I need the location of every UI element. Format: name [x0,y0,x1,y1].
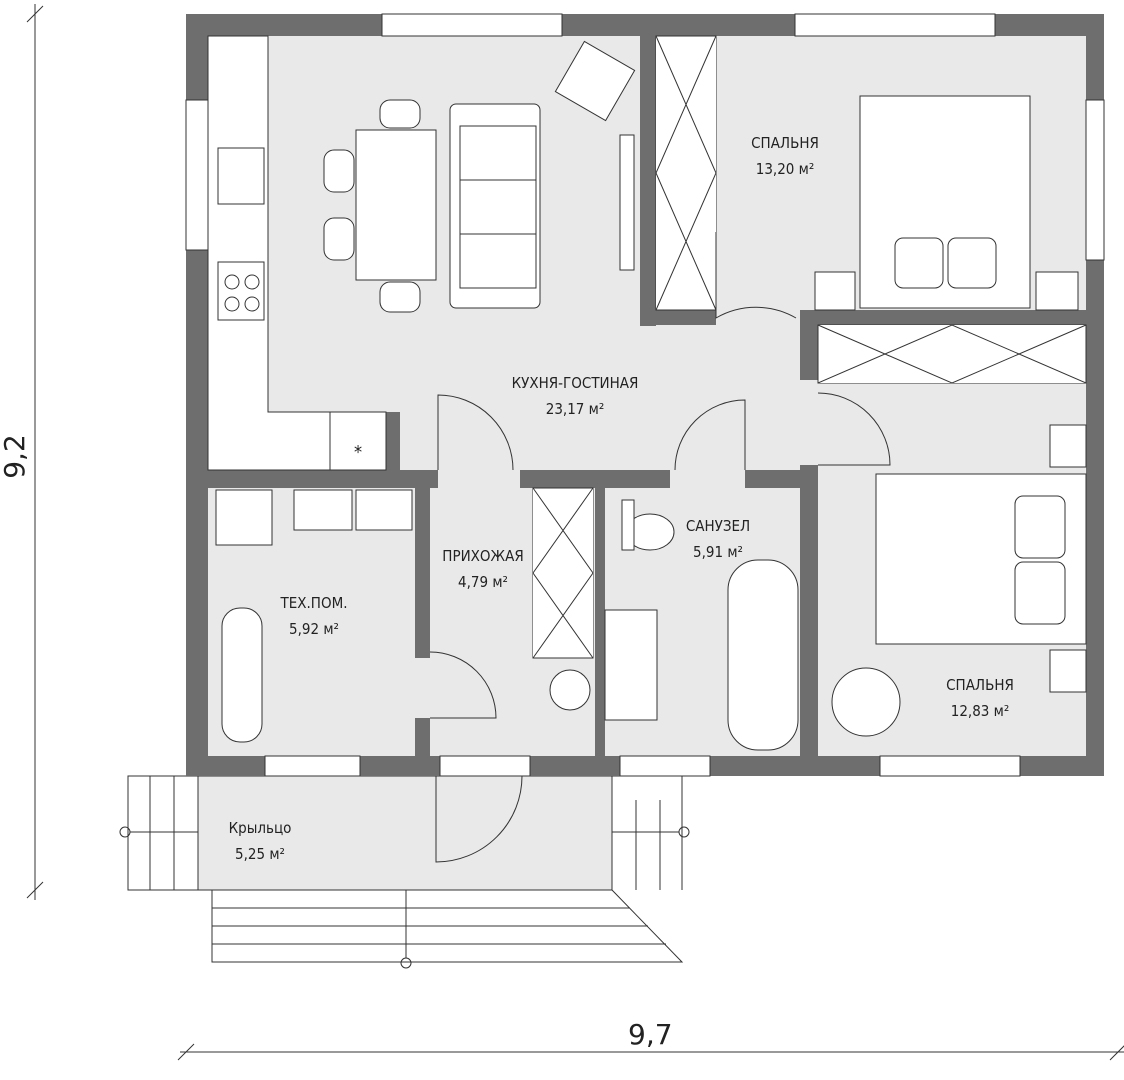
room-area: 5,25 м² [235,845,285,863]
room-name: СПАЛЬНЯ [751,134,819,152]
room-name: Крыльцо [228,819,292,837]
width-dimension: 9,7 [628,1018,673,1051]
room-area: 4,79 м² [458,573,508,591]
room-name: САНУЗЕЛ [685,517,751,535]
room-name: КУХНЯ-ГОСТИНАЯ [511,374,639,392]
room-label-utility: ТЕХ.ПОМ. 5,92 м² [281,590,348,642]
room-area: 5,91 м² [693,543,743,561]
dining-set [323,99,437,313]
room-area: 23,17 м² [545,400,605,418]
sofa [449,103,541,309]
room-label-porch: Крыльцо 5,25 м² [229,815,292,867]
height-dimension: 9,2 [0,434,31,479]
windows [185,13,1105,777]
room-label-hallway: ПРИХОЖАЯ 4,79 м² [442,543,523,595]
porch-floor [197,775,613,891]
room-name: ПРИХОЖАЯ [442,547,524,565]
room-name: ТЕХ.ПОМ. [280,594,348,612]
armchair [554,40,636,122]
dimension-lines [26,4,1124,1061]
room-area: 5,92 м² [289,620,339,638]
fridge-mark: * [354,442,362,463]
bathroom-fixtures [215,489,799,751]
room-label-bedroom-1: СПАЛЬНЯ 13,20 м² [751,130,819,182]
room-label-kitchen-living: КУХНЯ-ГОСТИНАЯ 23,17 м² [512,370,639,422]
beds [814,95,1087,737]
room-area: 12,83 м² [950,702,1010,720]
tv [619,134,635,271]
room-label-bathroom: САНУЗЕЛ 5,91 м² [686,513,750,565]
walls [186,14,1104,776]
porch-steps [119,775,690,969]
kitchen-counter [207,35,387,471]
room-name: СПАЛЬНЯ [946,676,1014,694]
wardrobes [532,35,1087,659]
doors [429,232,891,863]
room-area: 13,20 м² [755,160,815,178]
room-label-bedroom-2: СПАЛЬНЯ 12,83 м² [946,672,1014,724]
